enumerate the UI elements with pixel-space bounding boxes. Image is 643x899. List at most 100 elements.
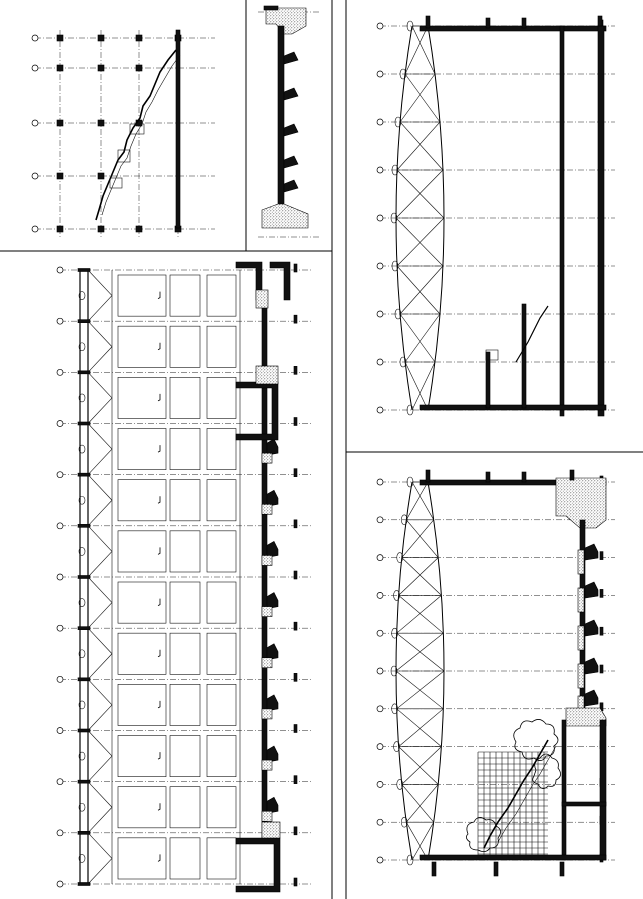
fill-block bbox=[261, 606, 273, 617]
grid-bubble bbox=[376, 856, 384, 864]
truss-diagonal bbox=[398, 708, 444, 747]
wall-panel bbox=[169, 735, 201, 777]
wall-panel bbox=[206, 735, 237, 777]
truss-diagonal bbox=[396, 265, 441, 315]
truss-diagonal bbox=[411, 361, 436, 411]
brace bbox=[87, 576, 113, 603]
truss-lower-posts bbox=[425, 469, 575, 877]
purlin bbox=[77, 524, 91, 528]
drain bbox=[78, 547, 86, 556]
beam-notch bbox=[266, 745, 279, 763]
wall-panel bbox=[206, 530, 237, 573]
wall-panel bbox=[206, 274, 237, 317]
truss-upper-bubbles bbox=[376, 22, 384, 414]
grid-bubble bbox=[56, 829, 64, 837]
truss-diagonal bbox=[404, 361, 429, 411]
drain bbox=[78, 495, 86, 505]
truss-diagonal bbox=[405, 822, 429, 861]
plan-grid-bubbles bbox=[31, 34, 39, 233]
brace bbox=[87, 295, 113, 322]
beam-notch bbox=[584, 689, 599, 707]
truss-upper-inner-column bbox=[559, 25, 565, 417]
brace bbox=[87, 269, 113, 296]
brace bbox=[87, 781, 113, 808]
brace bbox=[87, 755, 113, 782]
drain bbox=[78, 802, 86, 812]
truss-diagonal bbox=[396, 708, 442, 747]
wall-panel bbox=[169, 428, 201, 470]
post-stub bbox=[293, 263, 298, 273]
long-grid-lines bbox=[60, 269, 312, 885]
wall-panel bbox=[117, 325, 167, 368]
truss-diagonal bbox=[401, 784, 434, 823]
grid-bubble bbox=[376, 406, 384, 414]
plan-stair-panel bbox=[31, 29, 215, 238]
post-stub bbox=[293, 519, 298, 529]
post-stub bbox=[293, 775, 298, 784]
wall-panel bbox=[169, 479, 201, 522]
post-stub bbox=[293, 724, 298, 733]
truss-lower-top-block bbox=[555, 477, 607, 529]
long-roof-members bbox=[77, 263, 298, 887]
truss-diagonal bbox=[404, 313, 441, 363]
truss-upper-web bbox=[390, 19, 604, 416]
narrow-wall bbox=[277, 25, 285, 225]
wall-panel bbox=[117, 377, 167, 419]
truss-lower-inner-chord bbox=[427, 481, 445, 861]
long-bottom-blocks bbox=[235, 821, 281, 893]
drain bbox=[78, 291, 86, 300]
brace bbox=[87, 627, 113, 654]
drain bbox=[78, 700, 86, 710]
purlin bbox=[77, 319, 91, 323]
truss-diagonal bbox=[401, 519, 434, 558]
grid-bubble bbox=[376, 166, 384, 174]
truss-lower-mid-floor bbox=[561, 801, 607, 807]
anchor-mark bbox=[157, 752, 161, 760]
grid-bubble bbox=[376, 818, 384, 826]
grid-bubble bbox=[376, 743, 384, 750]
truss-diagonal bbox=[396, 670, 445, 710]
grid-bubble bbox=[376, 70, 384, 78]
fill-block bbox=[261, 452, 273, 464]
wall-panel bbox=[169, 325, 201, 368]
grid-bubble bbox=[376, 629, 384, 637]
narrow-top-slab bbox=[265, 7, 307, 35]
truss-node bbox=[406, 404, 414, 416]
grid-bubble bbox=[376, 705, 384, 713]
grid-bubble bbox=[376, 262, 384, 270]
wall-panel bbox=[117, 428, 167, 470]
wall-panel bbox=[206, 428, 237, 470]
truss-upper-panel bbox=[376, 15, 615, 417]
wall-panel bbox=[117, 786, 167, 829]
truss-diagonal bbox=[396, 632, 445, 672]
truss-diagonal bbox=[396, 595, 442, 634]
drain bbox=[78, 751, 86, 761]
beam-notch bbox=[584, 619, 599, 637]
grid-bubble bbox=[376, 358, 384, 366]
truss-lower-notches bbox=[577, 543, 599, 721]
truss-diagonal bbox=[399, 313, 436, 363]
grid-bubble bbox=[56, 266, 64, 274]
wall-panel bbox=[206, 479, 237, 522]
brace bbox=[87, 320, 113, 347]
truss-diagonal bbox=[396, 217, 445, 267]
purlin bbox=[77, 831, 91, 835]
truss-diagonal bbox=[411, 822, 435, 861]
truss-diagonal bbox=[398, 557, 439, 596]
brace bbox=[87, 397, 113, 424]
post-stub bbox=[293, 366, 298, 375]
fill-strip bbox=[577, 625, 585, 651]
grid-bubble bbox=[56, 778, 64, 786]
fill-block bbox=[261, 759, 273, 771]
drain bbox=[78, 649, 86, 659]
wall-panel bbox=[169, 530, 201, 573]
wall-panel bbox=[117, 530, 167, 573]
truss-diagonal bbox=[395, 670, 444, 710]
wall-panel bbox=[206, 684, 237, 726]
brace bbox=[87, 653, 113, 680]
anchor-mark bbox=[157, 598, 161, 606]
truss-upper-roof-beam bbox=[419, 25, 607, 32]
grid-bubble bbox=[56, 675, 64, 683]
narrow-wall-cap bbox=[263, 5, 279, 11]
long-grid-bubbles bbox=[56, 266, 64, 888]
